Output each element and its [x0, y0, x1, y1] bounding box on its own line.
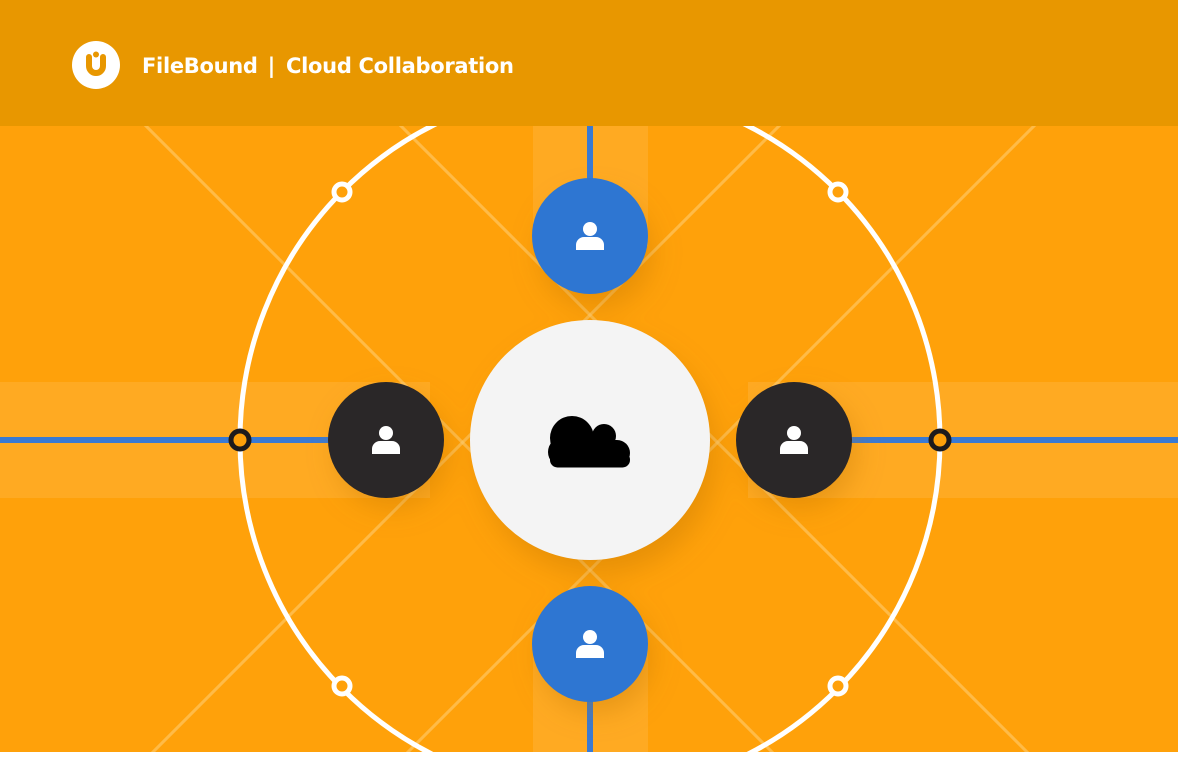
- ring-node: [827, 675, 849, 697]
- user-node-bottom: [532, 586, 648, 702]
- brand-title: FileBound | Cloud Collaboration: [142, 51, 514, 81]
- header-band: [0, 0, 1178, 126]
- user-icon: [780, 426, 808, 454]
- user-node-right: [736, 382, 852, 498]
- brand-logo-icon: [72, 41, 120, 89]
- collaboration-diagram: [0, 0, 1178, 752]
- ring-node: [827, 181, 849, 203]
- user-node-top: [532, 178, 648, 294]
- user-icon: [372, 426, 400, 454]
- page-title: Cloud Collaboration: [286, 54, 514, 78]
- axis-nodes: [228, 428, 952, 452]
- illustration-canvas: FileBound | Cloud Collaboration: [0, 0, 1178, 752]
- diagonal-guides: [143, 126, 1037, 752]
- ring-node: [331, 675, 353, 697]
- user-icon: [576, 222, 604, 250]
- cloud-icon: [548, 416, 630, 468]
- ring-nodes: [331, 181, 849, 697]
- ring-node: [331, 181, 353, 203]
- user-icon: [576, 630, 604, 658]
- cloud-hub: [470, 320, 710, 560]
- header: FileBound | Cloud Collaboration: [0, 0, 1178, 126]
- title-separator: |: [267, 54, 276, 78]
- ring-node-right: [928, 428, 952, 452]
- ring-node-left: [228, 428, 252, 452]
- user-node-left: [328, 382, 444, 498]
- product-name: FileBound: [142, 54, 258, 78]
